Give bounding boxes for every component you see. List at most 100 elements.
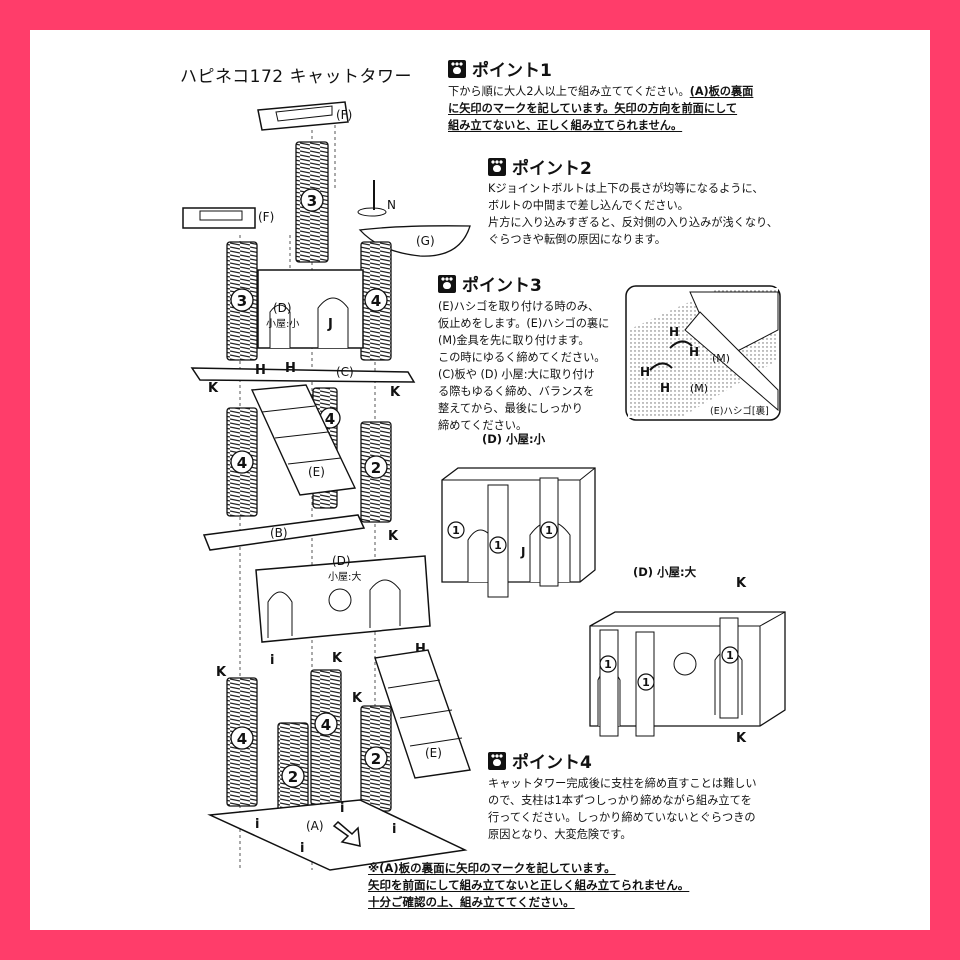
post-number: 4 [371,292,381,310]
body-text: に矢印のマークを記しています。矢印の方向を前面にして [448,102,738,115]
label-k: K [352,691,363,706]
point-2-title: ポイント2 [512,159,592,179]
point-1-body: 下から順に大人2人以上で組み立ててください。(A)板の裏面に矢印のマークを記して… [448,83,808,134]
post-2-mid-badge [364,455,388,479]
point-1-title: ポイント1 [472,61,552,81]
board-b [202,514,366,551]
label-ladder-back: (E)ハシゴ[裏] [710,405,769,417]
detail-large-title: (D) 小屋:大 [633,565,697,579]
label-b: (B) [270,526,288,540]
post-4-bottom-left-badge [230,726,254,750]
label-h: H [640,365,650,379]
detail-number: 1 [545,524,553,537]
large-house-d [255,555,431,643]
post-2-bottom-right-badge [364,746,388,770]
label-k: K [736,576,747,591]
point-4-body: キャットタワー完成後に支柱を締め直すことは難しいので、支柱は1本ずつしっかり締め… [488,775,818,843]
body-text: 整えてから、最後にしっかり [438,402,583,415]
post-number: 2 [371,459,381,477]
point-3-body: (E)ハシゴを取り付ける時のみ、仮止めをします。(E)ハシゴの裏に (M)金具を先… [438,298,628,434]
label-i: i [392,822,396,837]
bottom-note: ※(A)板の裏面に矢印のマークを記しています。 矢印を前面にして組み立てないと正… [368,860,689,911]
detail-number-badge [489,536,507,554]
point-2-body: Kジョイントボルトは上下の長さが均等になるように、ボルトの中間まで差し込んでくだ… [488,180,818,248]
body-line: 整えてから、最後にしっかり [438,400,628,417]
label-h: H [669,325,679,339]
body-text: Kジョイントボルトは上下の長さが均等になるように、 [488,182,764,195]
ladder-e-upper [250,384,357,496]
label-h: H [660,381,670,395]
detail-number: 1 [642,676,650,689]
ladder-e-lower [374,649,471,779]
label-f-top: (F) [336,108,352,122]
body-line: (M)金具を先に取り付けます。 [438,332,628,349]
detail-number-badge [599,655,617,673]
detail-number-badge [447,521,465,539]
body-text: 片方に入り込みすぎると、反対側の入り込みが浅くなり、 [488,216,778,229]
detail-number: 1 [726,649,734,662]
label-n: N [387,198,396,212]
body-line: 原因となり、大変危険です。 [488,826,818,843]
assembly-diagram: (F) (F) N (G) 3 3 [182,101,786,871]
label-d-small: (D) [273,301,292,315]
body-text: (C)板や (D) 小屋:大に取り付け [438,368,595,381]
label-h: H [689,345,699,359]
label-k: K [388,529,399,544]
post-number: 3 [237,292,247,310]
body-line: Kジョイントボルトは上下の長さが均等になるように、 [488,180,818,197]
detail-number: 1 [604,658,612,671]
perch-f-mid [182,207,256,229]
body-text: 行ってください。しっかり締めていないとぐらつきの [488,811,756,824]
post-number: 2 [371,750,381,768]
label-i: i [300,841,304,856]
post-4-bottom-mid-badge [314,712,338,736]
body-line: 片方に入り込みすぎると、反対側の入り込みが浅くなり、 [488,214,818,231]
point-4-heading: ポイント4 [488,748,592,773]
base-board-a [207,799,468,871]
label-d-small-sub: 小屋:小 [266,318,299,330]
label-h: H [415,642,426,657]
label-i: i [270,653,274,668]
note-line: 十分ご確認の上、組み立ててください。 [368,895,575,909]
body-text: ボルトの中間まで差し込んでください。 [488,199,689,212]
paw-icon [488,751,506,770]
instruction-sheet: (F) (F) N (G) 3 3 [30,30,930,930]
note-line: 矢印を前面にして組み立てないと正しく組み立てられません。 [368,878,690,892]
label-i: i [340,801,344,816]
body-line: キャットタワー完成後に支柱を締め直すことは難しい [488,775,818,792]
body-text: キャットタワー完成後に支柱を締め直すことは難しい [488,777,757,790]
point-4-title: ポイント4 [512,753,592,773]
post-number: 2 [288,768,298,786]
body-line: る際もゆるく締め、バランスを [438,383,628,400]
body-text: ぐらつきや転倒の原因になります。 [488,233,666,246]
body-text: 組み立てないと、正しく組み立てられません。 [448,119,683,132]
post-3-left-badge [230,288,254,312]
body-text: 原因となり、大変危険です。 [488,828,632,841]
body-line: 下から順に大人2人以上で組み立ててください。(A)板の裏面 [448,83,808,100]
body-text: (E)ハシゴを取り付ける時のみ、 [438,300,600,313]
post-number: 4 [325,410,335,428]
label-k: K [736,731,747,746]
body-line: ので、支柱は1本ずつしっかり締めながら組み立てを [488,792,818,809]
label-d-large: (D) [332,554,351,568]
paw-icon [448,59,466,78]
post-number: 4 [321,716,331,734]
body-line: 締めてください。 [438,417,628,434]
body-line: 仮止めをします。(E)ハシゴの裏に [438,315,628,332]
page-title: ハピネコ172 キャットタワー [180,67,413,87]
label-e-upper: (E) [308,465,325,479]
body-text: る際もゆるく締め、バランスを [438,385,595,398]
paw-icon [488,157,506,176]
point-2-heading: ポイント2 [488,154,592,179]
detail-number: 1 [494,539,502,552]
large-house-detail [589,611,786,737]
board-c [190,367,416,383]
label-d-large-sub: 小屋:大 [328,570,361,583]
body-text: (M)金具を先に取り付けます。 [438,334,590,347]
body-line: この時にゆるく締めてください。 [438,349,628,366]
post-4-right-badge [364,288,388,312]
detail-small-title: (D) 小屋:小 [482,432,546,446]
body-line: に矢印のマークを記しています。矢印の方向を前面にして [448,100,808,117]
body-text: 下から順に大人2人以上で組み立ててください。 [448,85,690,98]
label-k: K [390,385,401,400]
